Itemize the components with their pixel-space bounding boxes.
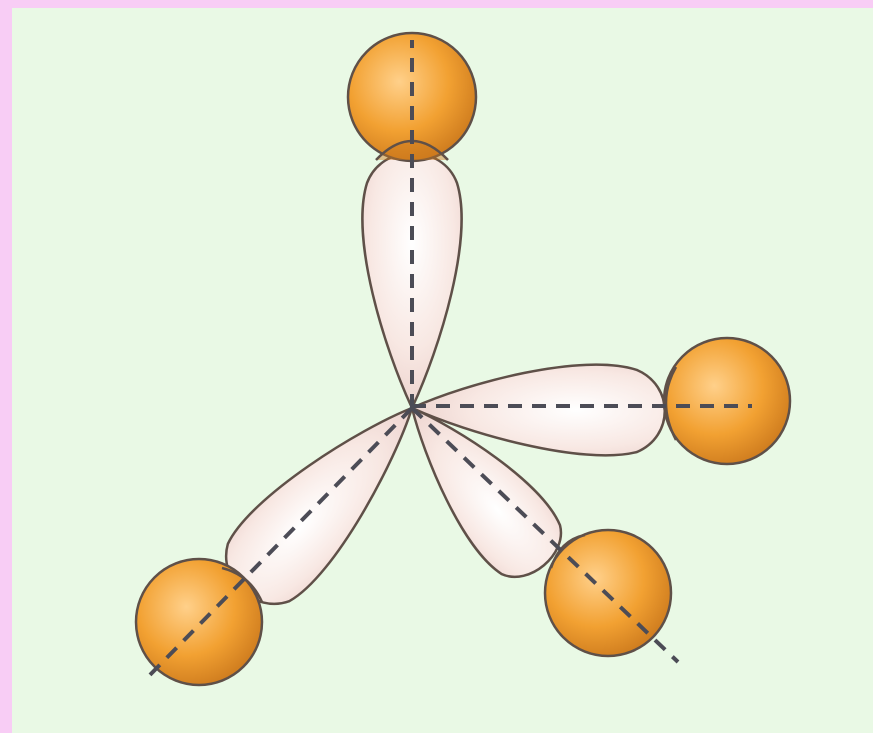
diagram-panel [12,8,873,733]
atom-right [664,338,790,464]
hybrid-orbital-diagram [12,8,873,733]
